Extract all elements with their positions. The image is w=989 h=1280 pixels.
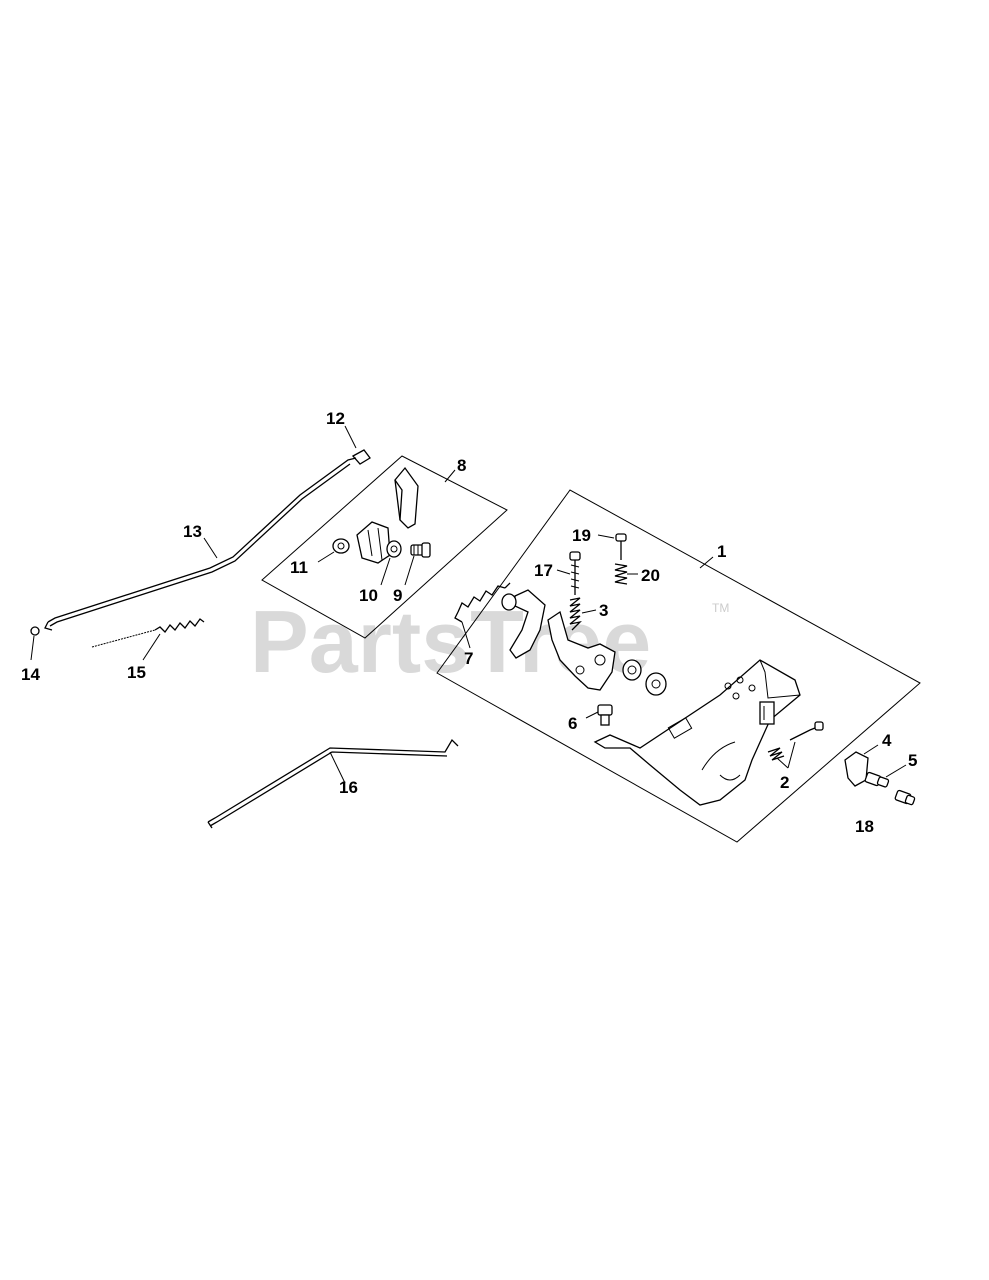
callout-8: 8	[457, 456, 466, 475]
leader-lines	[30, 425, 907, 784]
kit-1-outline	[436, 489, 921, 843]
callout-20: 20	[641, 566, 660, 585]
part-12-clip[interactable]	[351, 449, 371, 465]
callout-10: 10	[359, 586, 378, 605]
callout-16: 16	[339, 778, 358, 797]
callout-13: 13	[183, 522, 202, 541]
callout-1: 1	[717, 542, 726, 561]
part-4-clip[interactable]	[844, 751, 869, 787]
part-1-control-plate[interactable]	[593, 659, 801, 806]
part-18-screw[interactable]	[894, 789, 916, 806]
callout-17: 17	[534, 561, 553, 580]
part-17-screw[interactable]	[569, 551, 581, 595]
lever-washers[interactable]	[622, 659, 667, 696]
callout-3: 3	[599, 601, 608, 620]
part-8-lever[interactable]	[356, 466, 419, 564]
callout-11: 11	[290, 558, 308, 577]
callout-7: 7	[464, 649, 473, 668]
part-2-screw-spring[interactable]	[767, 721, 824, 761]
part-16-rod[interactable]	[207, 738, 459, 829]
part-9-screw[interactable]	[410, 542, 431, 558]
callout-18: 18	[855, 817, 874, 836]
part-14-fitting[interactable]	[30, 626, 40, 636]
callout-5: 5	[908, 751, 917, 770]
callout-15: 15	[127, 663, 146, 682]
part-6-screw[interactable]	[597, 704, 613, 726]
watermark-trademark: TM	[712, 601, 729, 615]
callouts: 12 8 13 11 10 9 14 15 1 19 17 20 3 7 6 2…	[21, 409, 917, 836]
part-5-screw[interactable]	[864, 771, 890, 788]
callout-12: 12	[326, 409, 345, 428]
callout-14: 14	[21, 665, 40, 684]
part-15-spring[interactable]	[91, 618, 205, 648]
callout-2: 2	[780, 773, 789, 792]
throttle-lever[interactable]	[547, 610, 616, 691]
callout-19: 19	[572, 526, 591, 545]
callout-9: 9	[393, 586, 402, 605]
part-10-washer[interactable]	[386, 540, 402, 558]
part-11-nut[interactable]	[332, 538, 350, 554]
part-19-screw[interactable]	[615, 533, 627, 560]
callout-6: 6	[568, 714, 577, 733]
part-13-rod[interactable]	[44, 457, 357, 631]
part-3-spring[interactable]	[569, 597, 582, 631]
governor-lever-bracket[interactable]	[501, 589, 546, 659]
part-20-spring[interactable]	[614, 563, 628, 585]
kit-8-outline	[261, 455, 508, 639]
callout-4: 4	[882, 731, 892, 750]
part-7-spring[interactable]	[454, 582, 511, 623]
